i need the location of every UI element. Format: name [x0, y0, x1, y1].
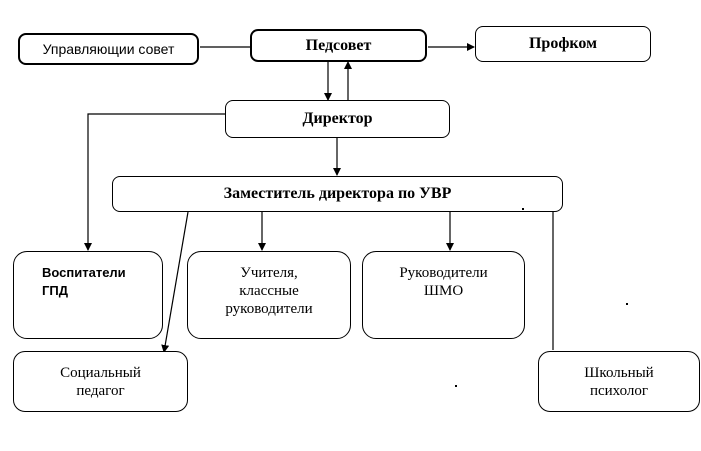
node-director: Директор [225, 100, 450, 138]
node-psychologist: Школьный психолог [538, 351, 700, 412]
node-educators: Воспитатели ГПД [13, 251, 163, 339]
node-shmo: Руководители ШМО [362, 251, 525, 339]
stray-dot [626, 303, 628, 305]
node-teachers: Учителя, классные руководители [187, 251, 351, 339]
arrow-deputy-social [161, 211, 189, 353]
arrow-director-educators [84, 113, 225, 251]
node-deputy: Заместитель директора по УВР [112, 176, 563, 212]
node-pedsovet: Педсовет [250, 29, 427, 62]
stray-dot [455, 385, 457, 387]
node-social: Социальный педагог [13, 351, 188, 412]
node-profkom: Профком [475, 26, 651, 62]
node-board: Управляющии совет [18, 33, 199, 65]
stray-dot [522, 208, 524, 210]
